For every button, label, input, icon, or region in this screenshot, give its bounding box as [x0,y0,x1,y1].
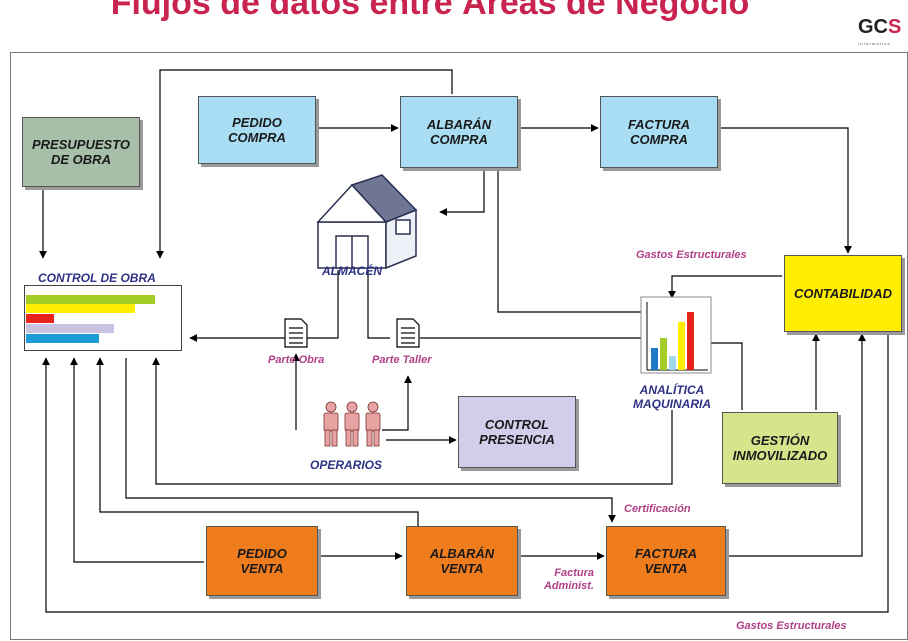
arrow-albaran-compra-to-almacen [439,170,485,216]
company-logo: GCS informatica [858,16,902,46]
control-de-obra-label: CONTROL DE OBRA [38,271,156,285]
workers-icon [323,401,381,447]
page-title: Flujos de datos entre Áreas de Negocio [110,0,750,22]
analitica-maquinaria-label: ANALÍTICA MAQUINARIA [633,383,711,411]
control-obra-bar [26,314,54,323]
arrow-factura-venta-to-contabilidad [728,333,866,557]
arrow-control-obra-certificacion-to-factura-venta [125,358,616,523]
line-almacen-to-parte-taller [367,270,390,339]
arrow-operarios-to-parte-taller [382,375,412,431]
arrow-contabilidad-gastos-to-analitica [668,275,782,299]
arrow-albaran-compra-to-analitica [497,170,651,316]
arrow-inmovilizado-to-analitica [699,339,743,410]
warehouse-icon [316,174,418,270]
arrow-factura-compra-to-contabilidad [720,127,852,254]
gestion-inmovilizado-box: GESTIÓN INMOVILIZADO [722,412,838,484]
arrow-albaran-compra-to-control-obra [156,69,453,259]
pedido-venta-box: PEDIDO VENTA [206,526,318,596]
control-obra-bar [26,334,99,343]
factura-venta-box: FACTURA VENTA [606,526,726,596]
contabilidad-box: CONTABILIDAD [784,255,902,332]
control-presencia-box: CONTROL PRESENCIA [458,396,576,468]
logo-subtitle: informatica [858,41,891,46]
control-de-obra-chart [24,285,182,351]
arrow-almacen-to-control-obra [189,270,339,342]
albaran-compra-box: ALBARÁN COMPRA [400,96,518,168]
document-icon-parte-obra [284,318,308,348]
almacen-label: ALMACÉN [322,264,382,278]
control-obra-bar [26,304,135,313]
control-obra-bar [26,324,114,333]
certificacion-label: Certificación [624,503,691,515]
analytics-chart-icon [640,296,712,374]
arrow-pedido-venta-to-control-obra [70,357,204,563]
control-obra-bar [26,295,155,304]
factura-compra-box: FACTURA COMPRA [600,96,718,168]
arrow-albaran-venta-to-control-obra [96,357,419,526]
presupuesto-de-obra-box: PRESUPUESTO DE OBRA [22,117,140,187]
parte-obra-label: Parte Obra [268,354,325,366]
arrow-analitica-to-control-obra [152,357,673,485]
parte-taller-label: Parte Taller [372,354,432,366]
logo-main: GC [858,16,888,38]
pedido-compra-box: PEDIDO COMPRA [198,96,316,164]
operarios-label: OPERARIOS [310,458,383,472]
arrow-contabilidad-gastos-to-control-obra [42,334,889,613]
gastos-estructurales-top-label: Gastos Estructurales [636,249,747,261]
factura-administ-label: Factura Administ. [543,567,594,592]
gastos-estructurales-bottom-label: Gastos Estructurales [736,620,847,632]
albaran-venta-box: ALBARÁN VENTA [406,526,518,596]
document-icon-parte-taller [396,318,420,348]
logo-accent: S [888,16,902,38]
